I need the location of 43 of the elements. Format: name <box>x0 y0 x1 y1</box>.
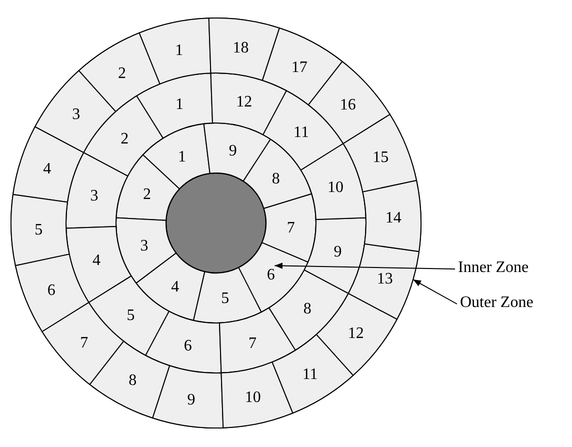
sector-number: 16 <box>340 96 356 114</box>
sector-number: 8 <box>128 372 137 390</box>
sector-number: 4 <box>43 160 52 178</box>
sector-number: 11 <box>294 124 309 142</box>
sector-number: 9 <box>228 142 237 160</box>
sector-number: 5 <box>221 290 230 307</box>
sector-number: 7 <box>80 334 88 352</box>
sector-number: 1 <box>178 148 186 166</box>
sector-number: 18 <box>232 40 249 57</box>
sector-number: 5 <box>34 222 43 239</box>
sector-number: 14 <box>385 209 402 226</box>
sector-number: 15 <box>372 149 389 166</box>
sector-number: 4 <box>92 252 100 270</box>
leader-line <box>274 262 456 270</box>
zone-label: Outer Zone <box>460 294 534 312</box>
sector-number: 7 <box>286 219 295 236</box>
sector-number: 2 <box>142 186 151 204</box>
zone-label: Inner Zone <box>458 259 529 277</box>
sector-number: 6 <box>47 282 56 299</box>
sector-number: 12 <box>236 94 252 111</box>
sector-number: 9 <box>334 244 342 261</box>
sector-number: 13 <box>376 270 393 288</box>
sector-number: 1 <box>175 96 184 113</box>
sector-number: 4 <box>171 278 180 296</box>
sector-number: 3 <box>140 237 148 254</box>
sector-number: 5 <box>126 306 135 324</box>
sector-number: 11 <box>302 366 318 384</box>
sector-number: 9 <box>187 391 196 408</box>
sector-number: 7 <box>248 335 257 352</box>
sector-number: 8 <box>303 300 312 318</box>
sector-number: 2 <box>118 64 126 82</box>
leader-line <box>412 279 458 304</box>
sector-number: 3 <box>90 187 98 204</box>
sector-number: 1 <box>175 42 184 59</box>
sector-number: 6 <box>184 337 192 354</box>
sector-number: 10 <box>328 178 344 196</box>
sector-number: 3 <box>72 106 80 124</box>
sector-number: 17 <box>291 58 308 76</box>
sector-number: 8 <box>272 170 280 188</box>
sector-number: 2 <box>120 130 129 148</box>
sector-number: 6 <box>266 266 275 284</box>
sector-number: 12 <box>348 324 364 342</box>
sector-number: 10 <box>244 389 261 406</box>
